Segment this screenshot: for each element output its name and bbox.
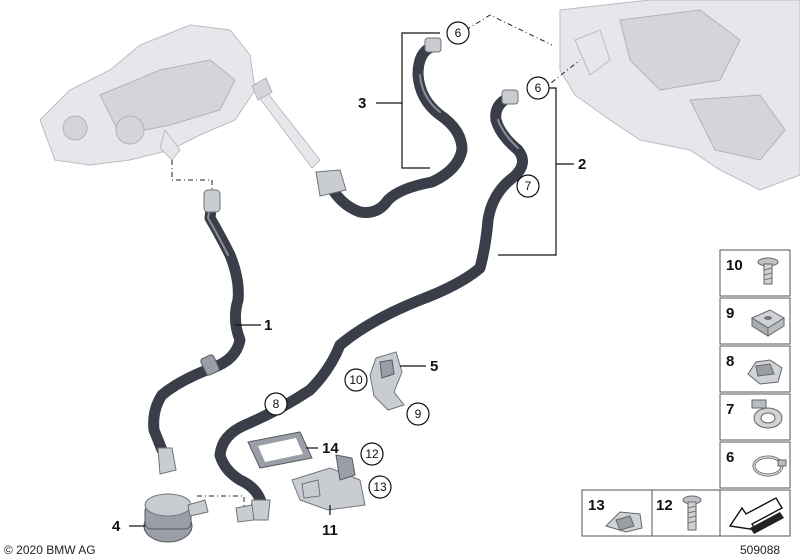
legend-number-10: 10 [726, 257, 743, 274]
legend-direction [719, 489, 791, 537]
legend-item-8: 8 [719, 345, 791, 393]
callout-8: 8 [273, 397, 280, 411]
copyright-text: © 2020 BMW AG [4, 543, 96, 557]
diagram-number: 509088 [740, 543, 780, 557]
hose-clip-5 [369, 351, 405, 411]
turbo-pipe-ghost [251, 77, 321, 169]
label-pump-4: 4 [112, 518, 121, 535]
legend-item-7: 7 [719, 393, 791, 441]
coolant-hose-3 [315, 37, 468, 218]
nut-icon [750, 309, 785, 337]
hose-clamp-icon [751, 399, 783, 429]
legend-number-6: 6 [726, 449, 734, 466]
coolant-hose-2 [214, 89, 528, 521]
label-hose-2: 2 [578, 156, 586, 173]
callout-9: 9 [415, 407, 422, 421]
legend-item-6: 6 [719, 441, 791, 489]
legend-number-13: 13 [588, 497, 605, 514]
legend-number-12: 12 [656, 497, 673, 514]
engine-block-ghost [39, 24, 256, 166]
clip-icon [747, 359, 783, 385]
bracket-11 [291, 454, 366, 511]
bolt-icon [682, 495, 702, 531]
callout-7: 7 [525, 179, 532, 193]
label-hose-3: 3 [358, 95, 366, 112]
coolant-hose-1 [148, 189, 246, 475]
part-labels: 1 2 3 4 5 14 11 [112, 95, 586, 539]
callout-12: 12 [365, 447, 379, 461]
label-hose-1: 1 [264, 317, 272, 334]
legend-item-13: 13 [581, 489, 653, 537]
legend-number-9: 9 [726, 305, 734, 322]
legend-number-8: 8 [726, 353, 734, 370]
label-clip-5: 5 [430, 358, 438, 375]
circled-callouts: 6 6 7 8 9 10 12 13 [264, 21, 550, 499]
callout-6-lower: 6 [535, 81, 542, 95]
callout-10: 10 [349, 373, 363, 387]
label-bracket-11: 11 [322, 522, 338, 539]
label-sealing-14: 14 [322, 440, 339, 457]
callout-13: 13 [373, 480, 387, 494]
heater-housing-ghost [559, 0, 800, 191]
legend-item-10: 10 [719, 249, 791, 297]
spring-clamp-icon [752, 455, 787, 477]
callout-6-upper: 6 [455, 26, 462, 40]
legend-item-9: 9 [719, 297, 791, 345]
spring-nut-icon [605, 511, 643, 533]
legend-number-7: 7 [726, 401, 734, 418]
screw-icon [757, 257, 779, 285]
sealing-pad-14 [247, 431, 313, 469]
electric-coolant-pump [143, 493, 255, 543]
parts-legend: 10 9 8 [581, 249, 791, 537]
leader-lines [129, 32, 574, 527]
front-arrow-icon [728, 497, 784, 534]
legend-item-12: 12 [651, 489, 721, 537]
